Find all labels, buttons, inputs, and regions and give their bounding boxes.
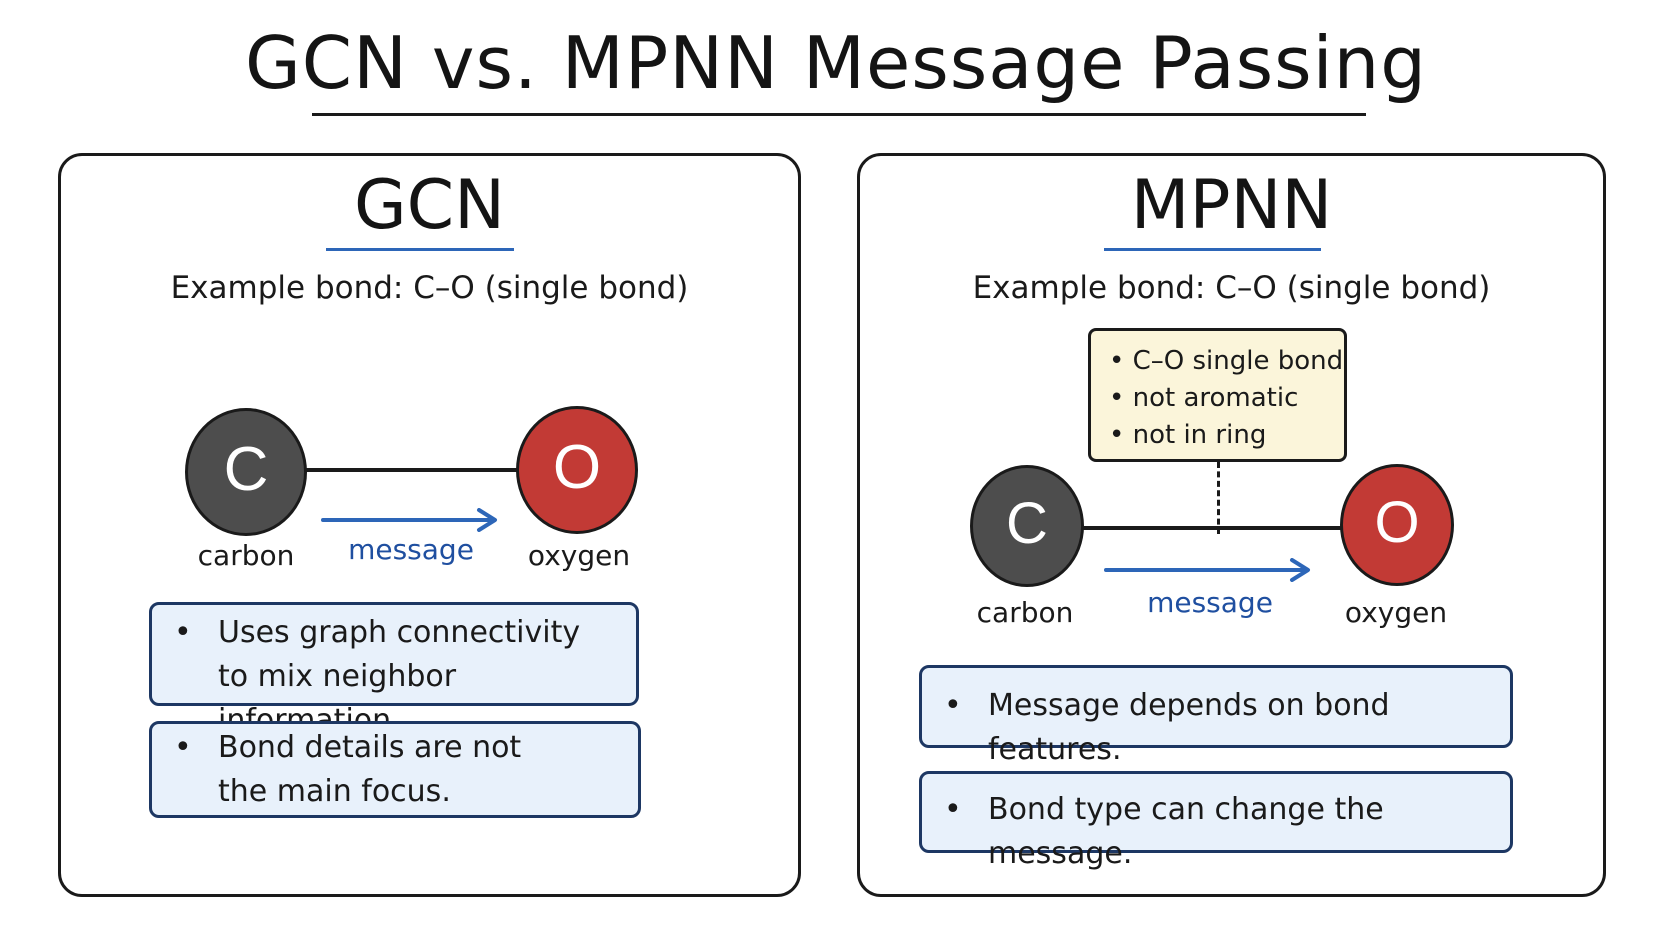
gcn-carbon-symbol: C bbox=[223, 435, 269, 504]
gcn-bond-line bbox=[301, 468, 527, 472]
bond-feature-item: not in ring bbox=[1109, 417, 1344, 454]
mpnn-message-label: message bbox=[1147, 586, 1273, 619]
bond-feature-item: not aromatic bbox=[1109, 380, 1344, 417]
bond-feature-box: C–O single bond not aromatic not in ring bbox=[1088, 328, 1347, 462]
mpnn-message-arrow bbox=[1104, 558, 1310, 582]
gcn-message-arrow-head bbox=[477, 508, 497, 532]
gcn-heading: GCN bbox=[353, 166, 506, 245]
bullet-icon: • bbox=[174, 730, 192, 765]
gcn-note-box: • Bond details are not the main focus. bbox=[149, 721, 641, 818]
gcn-note-text: Bond details are not the main focus. bbox=[218, 730, 522, 809]
mpnn-heading: MPNN bbox=[1130, 166, 1333, 245]
gcn-heading-underline bbox=[326, 248, 514, 251]
gcn-panel: GCN Example bond: C–O (single bond) C O … bbox=[58, 153, 801, 897]
gcn-note-box: • Uses graph connectivity to mix neighbo… bbox=[149, 602, 639, 738]
mpnn-carbon-label: carbon bbox=[976, 596, 1074, 629]
mpnn-bond-line bbox=[1060, 526, 1360, 530]
mpnn-panel: MPNN Example bond: C–O (single bond) C–O… bbox=[857, 153, 1606, 897]
mpnn-note-text: Message depends on bond features. bbox=[988, 688, 1390, 767]
title-underline bbox=[312, 113, 1366, 116]
gcn-carbon-label: carbon bbox=[197, 539, 295, 572]
gcn-message-arrow bbox=[321, 508, 497, 532]
bullet-icon: • bbox=[944, 688, 962, 723]
mpnn-carbon-symbol: C bbox=[1006, 491, 1048, 556]
gcn-oxygen-symbol: O bbox=[552, 433, 602, 502]
main-title: GCN vs. MPNN Message Passing bbox=[245, 21, 1427, 105]
gcn-message-label: message bbox=[348, 533, 474, 566]
mpnn-message-arrow-head bbox=[1290, 558, 1310, 582]
mpnn-oxygen-symbol: O bbox=[1374, 490, 1420, 555]
gcn-carbon-atom: C bbox=[185, 408, 307, 536]
feature-connector-dashed bbox=[1217, 462, 1220, 534]
gcn-oxygen-atom: O bbox=[516, 406, 638, 534]
mpnn-carbon-atom: C bbox=[970, 465, 1084, 587]
mpnn-note-text: Bond type can change the message. bbox=[988, 792, 1384, 871]
mpnn-heading-underline bbox=[1104, 248, 1321, 251]
bullet-icon: • bbox=[944, 792, 962, 827]
mpnn-note-box: • Message depends on bond features. bbox=[919, 665, 1513, 767]
bullet-icon: • bbox=[174, 615, 192, 650]
mpnn-example-bond: Example bond: C–O (single bond) bbox=[972, 270, 1491, 306]
mpnn-oxygen-label: oxygen bbox=[1344, 596, 1448, 629]
gcn-example-bond: Example bond: C–O (single bond) bbox=[170, 270, 689, 306]
bond-feature-item: C–O single bond bbox=[1109, 343, 1344, 380]
gcn-oxygen-label: oxygen bbox=[527, 539, 631, 572]
mpnn-note-box: • Bond type can change the message. bbox=[919, 771, 1513, 871]
mpnn-oxygen-atom: O bbox=[1340, 464, 1454, 586]
